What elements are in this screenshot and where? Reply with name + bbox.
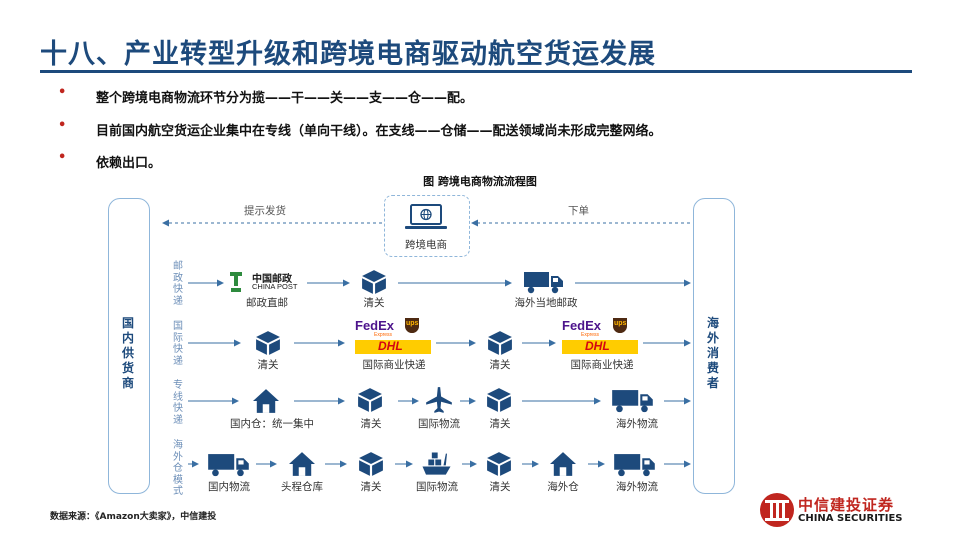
bullet-dot-icon: •	[58, 150, 67, 165]
supplier-label: 国内供货商	[121, 316, 134, 390]
truck-icon	[208, 454, 249, 477]
china-post-cn: 中国邮政	[252, 274, 292, 285]
laptop-icon	[405, 204, 447, 229]
customs-box-icon	[362, 270, 386, 294]
bullet-text: 目前国内航空货运企业集中在专线（单向干线）。在支线——仓储——配送领域尚未形成完…	[96, 124, 662, 139]
node-label: 头程仓库	[281, 481, 323, 493]
ups-logo-icon	[405, 318, 419, 334]
fedex-sub: Express	[374, 332, 393, 338]
warehouse-house-icon	[289, 452, 315, 476]
node-label: 海外当地邮政	[514, 297, 578, 309]
order-label: 下单	[568, 205, 589, 217]
node-label: 国内仓：统一集中	[230, 418, 314, 430]
node-label: 海外仓	[547, 481, 579, 493]
node-label: 清关	[489, 359, 511, 371]
warehouse-house-icon	[253, 389, 279, 413]
fedex-text: FedEx	[562, 318, 602, 333]
node-label: 清关	[363, 297, 385, 309]
bullet-text: 依赖出口。	[96, 156, 162, 171]
node-label: 国内物流	[208, 481, 250, 493]
node-label: 海外物流	[616, 418, 658, 430]
row-label-dedicated: 专线快递	[173, 380, 183, 426]
node-label: 清关	[257, 359, 279, 371]
customs-box-icon	[487, 452, 511, 476]
ecommerce-label: 跨境电商	[405, 239, 447, 251]
customs-box-icon	[488, 331, 512, 355]
fedex-logo: FedEx	[355, 318, 394, 333]
dhl-text: DHL	[585, 339, 610, 353]
dhl-logo-icon	[355, 340, 431, 354]
customs-box-icon	[256, 331, 280, 355]
fedex-logo: FedEx	[562, 318, 601, 333]
page-title: 十八、产业转型升级和跨境电商驱动航空货运发展	[40, 39, 656, 70]
node-label: 清关	[360, 418, 382, 430]
data-source: 数据来源：《Amazon大卖家》，中信建投	[50, 512, 217, 522]
bullet-dot-icon: •	[58, 118, 67, 133]
truck-icon	[524, 272, 563, 294]
customs-box-icon	[487, 388, 511, 412]
node-label: 国际物流	[416, 481, 458, 493]
airplane-icon	[426, 387, 452, 413]
node-label: 邮政直邮	[246, 297, 288, 309]
ups-text: ups	[406, 320, 419, 327]
node-label: 海外物流	[616, 481, 658, 493]
truck-icon	[612, 390, 653, 413]
customs-box-icon	[359, 452, 383, 476]
consumer-column	[693, 198, 735, 494]
node-label: 国际商业快递	[362, 359, 426, 371]
truck-icon	[614, 454, 655, 477]
bullet-dot-icon: •	[58, 85, 67, 100]
citic-logo-icon	[760, 493, 794, 527]
fedex-text: FedEx	[355, 318, 395, 333]
customs-box-icon	[358, 388, 382, 412]
ups-logo-icon	[613, 318, 627, 334]
node-label: 国际商业快递	[570, 359, 634, 371]
row-label-overseas-warehouse: 海外仓模式	[173, 440, 183, 497]
ups-text: ups	[614, 320, 627, 327]
title-divider	[40, 70, 912, 73]
node-label: 清关	[489, 481, 511, 493]
node-label: 清关	[489, 418, 511, 430]
dhl-text: DHL	[378, 339, 403, 353]
row-label-postal: 邮政快递	[173, 261, 183, 307]
row-label-intl-express: 国际快递	[173, 321, 183, 367]
node-label: 国际物流	[418, 418, 460, 430]
node-label: 清关	[360, 481, 382, 493]
fedex-sub: Express	[581, 332, 600, 338]
china-post-en: CHINA POST	[252, 282, 298, 291]
dhl-logo-icon	[562, 340, 638, 354]
consumer-label: 海外消费者	[706, 316, 719, 390]
logo-cn: 中信建投证券	[798, 496, 895, 514]
china-post-logo-icon	[230, 272, 242, 292]
supplier-column	[108, 198, 150, 494]
figure-caption: 图 跨境电商物流流程图	[423, 175, 537, 188]
cargo-ship-icon	[422, 452, 451, 475]
warehouse-house-icon	[550, 452, 576, 476]
logo-en: CHINA SECURITIES	[798, 513, 903, 524]
bullet-text: 整个跨境电商物流环节分为揽——干——关——支——仓——配。	[96, 91, 474, 106]
notify-ship-label: 提示发货	[244, 205, 286, 217]
